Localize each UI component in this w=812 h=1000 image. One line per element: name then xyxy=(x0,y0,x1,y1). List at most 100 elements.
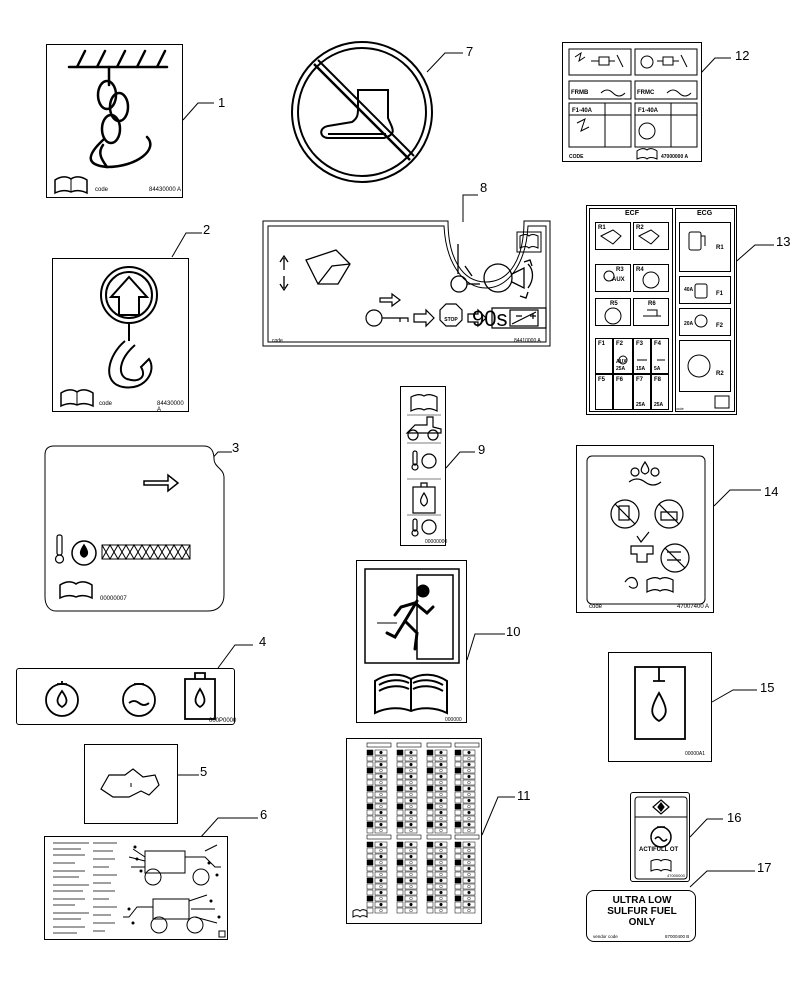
fuse-number-cell xyxy=(454,865,462,872)
fuse-symbol-cell xyxy=(434,767,448,774)
fuse-symbol-cell xyxy=(404,883,418,890)
fuse-symbol-icon xyxy=(467,908,471,913)
fuse-symbol-icon xyxy=(439,828,443,833)
fuse-symbol-cell xyxy=(462,773,476,780)
fuse-symbol-icon xyxy=(409,902,413,907)
fuse-symbol-icon xyxy=(379,822,383,827)
hydraulic-fluid-icon xyxy=(412,482,436,514)
callout-14: 14 xyxy=(764,484,779,499)
fuse-symbol-cell xyxy=(404,803,418,810)
fuse-symbol-icon xyxy=(467,756,471,761)
fuse-symbol-cell xyxy=(404,749,418,756)
decal-part-number: 84430000 A xyxy=(157,401,184,413)
relay-r6: R6 xyxy=(633,298,669,326)
fuse-symbol-cell xyxy=(404,761,418,768)
fuse-number-cell xyxy=(366,841,374,848)
callout-11: 11 xyxy=(517,788,531,803)
book-icon xyxy=(60,389,94,408)
decal-4-fluid-indicators: 000P0000 xyxy=(16,668,236,725)
fuse-symbol-icon xyxy=(409,908,413,913)
decal-1-lifting-chain: code 84430000 A xyxy=(46,44,183,198)
fuse-symbol-icon xyxy=(379,896,383,901)
fuse-number-cell xyxy=(366,755,374,762)
key-switch-icon xyxy=(457,244,473,277)
fuse-number-cell xyxy=(426,853,434,860)
fuse-number-cell xyxy=(366,859,374,866)
fuse-number-cell xyxy=(366,847,374,854)
fuse-symbol-cell xyxy=(462,877,476,884)
fuse-number-cell xyxy=(366,853,374,860)
fuse-number-cell xyxy=(454,901,462,908)
ecf-title: ECF xyxy=(625,210,639,217)
fuse-symbol-icon xyxy=(409,828,413,833)
fuse-number-cell xyxy=(454,803,462,810)
fuse-symbol-icon xyxy=(467,768,471,773)
fuse-symbol-icon xyxy=(409,884,413,889)
fuse-symbol-icon xyxy=(379,860,383,865)
engine-icon xyxy=(687,354,711,378)
fuse-symbol-cell xyxy=(404,889,418,896)
fuse-symbol-icon xyxy=(379,816,383,821)
decal-7-no-step xyxy=(291,41,433,183)
fuse-number-cell xyxy=(366,877,374,884)
fuse-number-cell xyxy=(366,773,374,780)
relay-r5: R5 xyxy=(595,298,631,326)
fuse-symbol-icon xyxy=(409,842,413,847)
callout-1: 1 xyxy=(218,95,226,110)
loader-diagram xyxy=(53,842,226,938)
fuse-symbol-icon xyxy=(409,762,413,767)
book-icon xyxy=(59,581,93,600)
decal-code: CODE xyxy=(569,154,584,160)
relay-r2: R2 xyxy=(633,222,669,250)
fuse-symbol-cell xyxy=(462,895,476,902)
decal-code: vendor code xyxy=(593,934,618,939)
fuse-symbol-cell xyxy=(374,907,388,914)
battery-icon xyxy=(509,309,539,327)
fuse-number-cell xyxy=(396,779,404,786)
timer-text: 90s xyxy=(472,306,507,331)
fuse-symbol-cell xyxy=(462,865,476,872)
decal-code: code xyxy=(272,338,283,344)
fuse-symbol-icon xyxy=(467,902,471,907)
fuse-number-cell xyxy=(396,767,404,774)
fuse-symbol-icon xyxy=(409,804,413,809)
decal-code: code xyxy=(99,401,113,407)
gauge-icon xyxy=(421,453,437,469)
decal-3-code: 00000007 xyxy=(100,596,127,602)
fuse-number-cell xyxy=(454,847,462,854)
fuse-number-cell xyxy=(366,901,374,908)
fuse-symbol-cell xyxy=(374,889,388,896)
fuse-number-cell xyxy=(396,895,404,902)
fuse-symbol-icon xyxy=(379,762,383,767)
fuse-symbol-cell xyxy=(462,779,476,786)
fuse-symbol-icon xyxy=(409,896,413,901)
fuse-symbol-icon xyxy=(379,884,383,889)
fuse-number-cell xyxy=(426,847,434,854)
fuse-number-cell xyxy=(454,785,462,792)
fuse-symbol-cell xyxy=(462,785,476,792)
decal-9-code: 00000000 xyxy=(425,539,448,545)
fuse-number-cell xyxy=(396,797,404,804)
fuse-number-cell xyxy=(426,755,434,762)
fuse-symbol-icon xyxy=(439,786,443,791)
coolant-level-icon xyxy=(122,683,156,717)
fuse-symbol-cell xyxy=(374,895,388,902)
bucket-icon xyxy=(600,229,622,245)
fuse-number-cell xyxy=(454,883,462,890)
fuse-symbol-icon xyxy=(409,798,413,803)
book-icon xyxy=(54,176,88,195)
fuse-number-cell xyxy=(426,827,434,834)
fuse-symbol-icon xyxy=(379,774,383,779)
fuse-symbol-icon xyxy=(409,890,413,895)
fuse-f6: F6 xyxy=(613,374,633,410)
callout-17: 17 xyxy=(757,860,772,875)
fuse-symbol-cell xyxy=(374,859,388,866)
relay-icon xyxy=(591,54,624,68)
fuse-number-cell xyxy=(396,865,404,872)
